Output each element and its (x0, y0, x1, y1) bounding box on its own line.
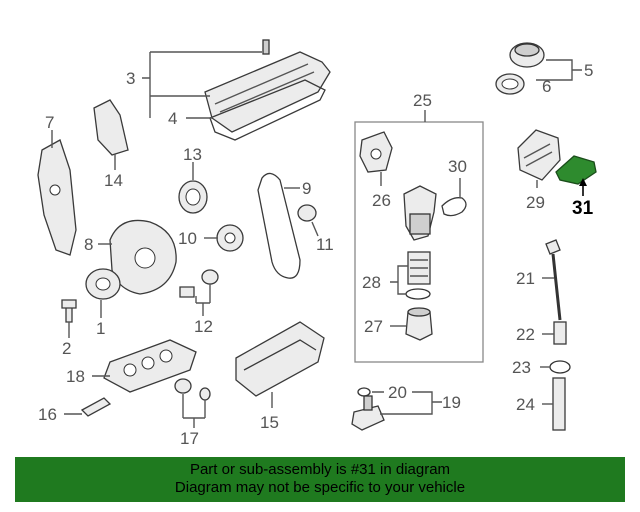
leader-31-arrow (579, 178, 587, 186)
leader-19-20 (372, 391, 442, 415)
callout-16: 16 (38, 405, 57, 424)
banner-line-1: Part or sub-assembly is #31 in diagram (189, 461, 451, 478)
callout-8: 8 (84, 235, 93, 254)
banner-line-2: Diagram may not be specific to your vehi… (174, 479, 466, 496)
callout-31: 31 (572, 198, 594, 219)
part-oil-pan[interactable] (235, 321, 325, 397)
part-filter-element[interactable] (407, 251, 431, 285)
callout-23: 23 (512, 358, 531, 377)
callout-28: 28 (362, 273, 381, 292)
callout-7: 7 (45, 113, 54, 132)
part-sprocket[interactable] (178, 180, 208, 214)
callout-14: 14 (104, 171, 123, 190)
part-oil-filler-cap[interactable] (509, 42, 545, 68)
part-info-banner: Part or sub-assembly is #31 in diagram D… (15, 457, 625, 502)
callout-1: 1 (96, 319, 105, 338)
callout-27: 27 (364, 317, 383, 336)
callout-12: 12 (194, 317, 213, 336)
leader-28 (390, 265, 408, 295)
callout-25: 25 (413, 91, 432, 110)
part-bolt-and-sleeve[interactable] (179, 269, 219, 298)
callout-3: 3 (126, 69, 135, 88)
part-valve-cover[interactable] (204, 39, 331, 133)
group-box-25 (354, 121, 484, 363)
part-oil-pressure-sender[interactable] (174, 378, 211, 401)
callout-26: 26 (372, 191, 391, 210)
callout-20: 20 (388, 383, 407, 402)
part-crank-pulley[interactable] (85, 268, 121, 300)
leader-17 (182, 394, 206, 428)
part-level-sensor-seal[interactable] (357, 387, 371, 397)
part-tensioner[interactable] (216, 224, 244, 252)
part-valve-cover-gasket[interactable] (209, 79, 326, 141)
leader-3 (142, 51, 262, 118)
part-dipstick-guide[interactable] (553, 321, 567, 345)
part-idler-pulley[interactable] (297, 204, 317, 222)
callout-13: 13 (183, 145, 202, 164)
part-filter-housing[interactable] (403, 185, 437, 241)
callout-11: 11 (316, 235, 334, 254)
part-oil-cooler[interactable] (517, 129, 561, 181)
part-filter-cap[interactable] (405, 307, 433, 341)
leader-5-6 (536, 59, 582, 81)
callout-4: 4 (168, 109, 177, 128)
part-sealant-tube[interactable] (80, 397, 112, 417)
callout-21: 21 (516, 269, 535, 288)
part-timing-belt[interactable] (257, 172, 301, 279)
callout-22: 22 (516, 325, 535, 344)
part-housing-seal[interactable] (441, 197, 467, 217)
leader-12 (195, 284, 211, 316)
callout-29: 29 (526, 193, 545, 212)
callout-10: 10 (178, 229, 197, 248)
part-dipstick-o-ring[interactable] (549, 360, 571, 374)
callout-15: 15 (260, 413, 279, 432)
part-cap-seal[interactable] (495, 73, 525, 95)
callout-9: 9 (302, 179, 311, 198)
part-oil-cooler-gasket-highlighted[interactable] (555, 155, 597, 185)
callout-5: 5 (584, 61, 593, 80)
part-timing-cover-inner[interactable] (93, 99, 129, 156)
part-adapter-gasket[interactable] (359, 131, 393, 173)
leader-11 (311, 221, 319, 237)
callout-17: 17 (180, 429, 199, 448)
part-dipstick-handle[interactable] (545, 239, 562, 321)
callout-2: 2 (62, 339, 71, 358)
part-oil-level-sensor[interactable] (351, 395, 385, 431)
callout-6: 6 (542, 77, 551, 96)
part-head-gasket[interactable] (103, 339, 197, 393)
part-crank-bolt[interactable] (61, 299, 77, 323)
callout-24: 24 (516, 395, 535, 414)
part-dipstick-tube[interactable] (552, 377, 566, 431)
callout-19: 19 (442, 393, 461, 412)
callout-18: 18 (66, 367, 85, 386)
callout-30: 30 (448, 157, 467, 176)
part-timing-cover[interactable] (37, 139, 77, 256)
part-rear-timing-cover[interactable] (109, 219, 177, 295)
part-filter-o-ring[interactable] (405, 288, 431, 300)
